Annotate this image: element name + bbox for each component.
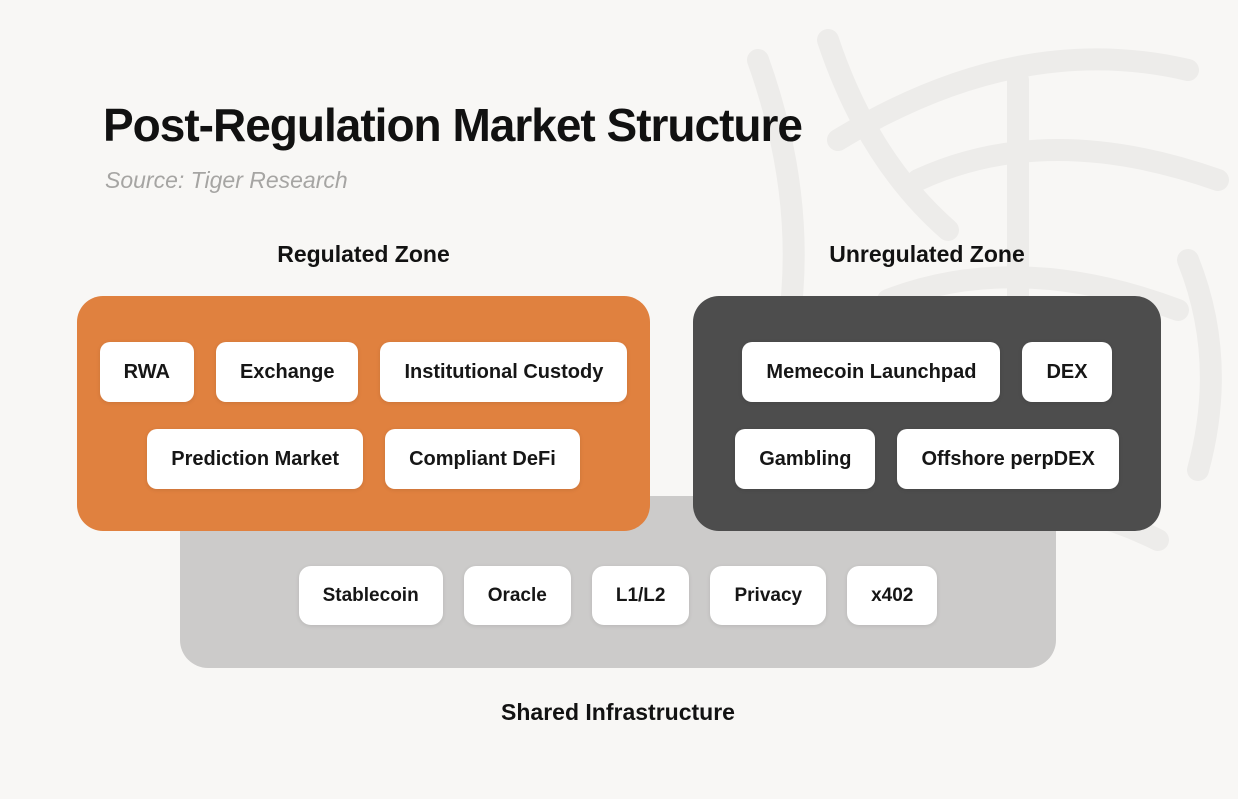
chip-exchange: Exchange bbox=[215, 342, 359, 402]
regulated-zone-label: Regulated Zone bbox=[277, 241, 450, 267]
regulated-zone-row-1: RWA Exchange Institutional Custody bbox=[99, 342, 628, 402]
chip-memecoin-launchpad: Memecoin Launchpad bbox=[742, 342, 1001, 402]
chip-l1-l2: L1/L2 bbox=[591, 566, 690, 625]
page-title: Post-Regulation Market Structure bbox=[103, 99, 803, 151]
chip-gambling: Gambling bbox=[735, 429, 876, 489]
chip-prediction-market: Prediction Market bbox=[147, 429, 364, 489]
chip-institutional-custody: Institutional Custody bbox=[380, 342, 628, 402]
source-caption: Source: Tiger Research bbox=[105, 167, 348, 193]
unregulated-zone-row-2: Gambling Offshore perpDEX bbox=[735, 429, 1119, 489]
unregulated-zone-row-1: Memecoin Launchpad DEX bbox=[742, 342, 1112, 402]
chip-oracle: Oracle bbox=[463, 566, 571, 625]
chip-rwa: RWA bbox=[99, 342, 194, 402]
unregulated-zone-panel: Memecoin Launchpad DEX Gambling Offshore… bbox=[693, 296, 1161, 531]
regulated-zone-panel: RWA Exchange Institutional Custody Predi… bbox=[77, 296, 650, 531]
chip-x402: x402 bbox=[847, 566, 938, 625]
chip-stablecoin: Stablecoin bbox=[298, 566, 443, 625]
chip-compliant-defi: Compliant DeFi bbox=[385, 429, 580, 489]
chip-offshore-perpdex: Offshore perpDEX bbox=[897, 429, 1119, 489]
chip-privacy: Privacy bbox=[710, 566, 827, 625]
chip-dex: DEX bbox=[1022, 342, 1112, 402]
unregulated-zone-label: Unregulated Zone bbox=[829, 241, 1025, 267]
regulated-zone-row-2: Prediction Market Compliant DeFi bbox=[147, 429, 580, 489]
shared-infrastructure-label: Shared Infrastructure bbox=[501, 699, 735, 725]
